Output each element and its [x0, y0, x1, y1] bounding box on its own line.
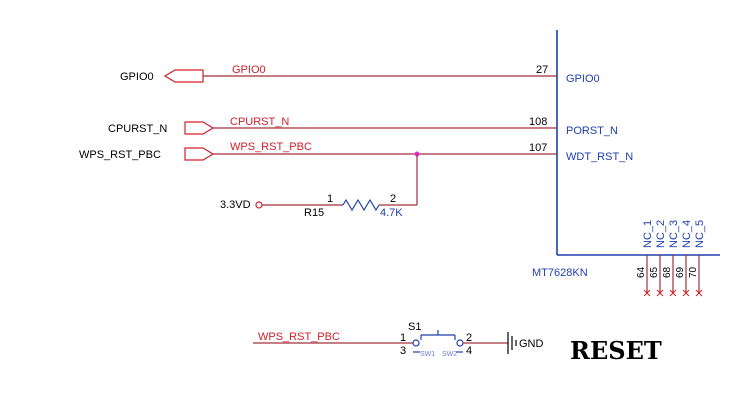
switch-sw2-label: SW2 — [442, 351, 457, 358]
nc-pin-3-name: NC_3 — [668, 220, 680, 248]
gpio0-port-label: GPIO0 — [120, 71, 154, 83]
pin-108-name: PORST_N — [566, 125, 618, 137]
wps-port-symbol — [184, 147, 215, 161]
pin-27-number: 27 — [536, 64, 548, 76]
resistor-pin2: 2 — [390, 193, 396, 205]
cpurst-port-symbol — [184, 121, 215, 135]
net-cpurst: CPURST_N CPURST_N 108 PORST_N — [108, 116, 618, 137]
switch-net-label: WPS_RST_PBC — [258, 331, 340, 343]
resistor-r15: 3.3VD 1 2 R15 4.7K — [220, 193, 417, 219]
vcc-label: 3.3VD — [220, 199, 251, 211]
nc-pin-1: NC_1 64 — [636, 220, 654, 297]
nc-pin-4-number: 69 — [675, 266, 686, 278]
resistor-value: 4.7K — [380, 207, 403, 219]
nc-pin-3-x-b — [669, 289, 677, 297]
nc-pin-4-name: NC_4 — [681, 220, 693, 248]
nc-pin-3-number: 68 — [662, 266, 673, 278]
nc-pin-1-name: NC_1 — [642, 220, 654, 248]
nc-pin-1-x-b — [643, 289, 651, 297]
net-gpio0: GPIO0 GPIO0 27 GPIO0 — [120, 64, 600, 85]
switch-pin1: 1 — [400, 332, 406, 344]
pin-27-name: GPIO0 — [566, 73, 600, 85]
switch-pin2: 2 — [466, 332, 472, 344]
nc-pin-5-name: NC_5 — [694, 220, 706, 248]
chip-mt7628kn: MT7628KN — [532, 30, 720, 279]
pin-108-number: 108 — [529, 116, 547, 128]
switch-ref: S1 — [408, 321, 421, 333]
cpurst-port-label: CPURST_N — [108, 123, 167, 135]
nc-pin-5: NC_5 70 — [688, 220, 706, 297]
chip-name: MT7628KN — [532, 267, 588, 279]
resistor-ref: R15 — [304, 207, 324, 219]
switch-sw1-label: SW1 — [420, 351, 435, 358]
gpio0-port-symbol — [163, 69, 204, 83]
nc-pin-2-number: 65 — [649, 266, 660, 278]
net-wps: WPS_RST_PBC WPS_RST_PBC 107 WDT_RST_N — [79, 141, 633, 205]
switch-pin3: 3 — [400, 345, 406, 357]
gnd-label: GND — [519, 338, 544, 350]
switch-s1: WPS_RST_PBC S1 1 3 2 4 SW1 SW2 — [253, 321, 508, 358]
ground-symbol: GND — [507, 332, 544, 354]
switch-contact-left — [412, 339, 420, 347]
switch-contact-right — [456, 339, 464, 347]
pin-107-name: WDT_RST_N — [566, 151, 633, 163]
nc-pins: NC_1 64 NC_2 65 NC_3 68 NC_4 69 — [636, 220, 706, 297]
nc-pin-3: NC_3 68 — [662, 220, 680, 297]
nc-pin-2-name: NC_2 — [655, 220, 667, 248]
nc-pin-5-number: 70 — [688, 266, 699, 278]
gpio0-net-label: GPIO0 — [232, 64, 266, 76]
nc-pin-2-x-b — [656, 289, 664, 297]
nc-pin-4-x-b — [682, 289, 690, 297]
nc-pin-5-x-b — [695, 289, 703, 297]
vcc-terminal — [255, 201, 263, 209]
resistor-pin1: 1 — [327, 193, 333, 205]
nc-pin-4: NC_4 69 — [675, 220, 693, 297]
nc-pin-1-number: 64 — [636, 266, 647, 278]
wps-net-label: WPS_RST_PBC — [230, 141, 312, 153]
cpurst-net-label: CPURST_N — [230, 116, 289, 128]
resistor-zigzag — [342, 198, 380, 212]
nc-pin-2: NC_2 65 — [649, 220, 667, 297]
reset-title: RESET — [570, 336, 662, 365]
switch-pin4: 4 — [466, 345, 472, 357]
pin-107-number: 107 — [529, 142, 547, 154]
wps-port-label: WPS_RST_PBC — [79, 149, 161, 161]
